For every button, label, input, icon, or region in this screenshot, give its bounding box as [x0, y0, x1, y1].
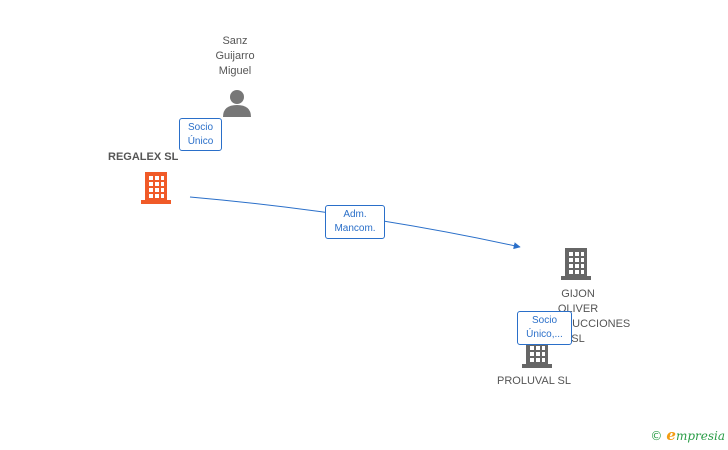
- person-name[interactable]: Sanz Guijarro Miguel: [215, 35, 255, 77]
- brand-name: mpresia: [675, 429, 725, 443]
- copyright-icon: ©: [650, 429, 663, 443]
- brand-e: e: [666, 426, 676, 444]
- building-icon[interactable]: [559, 246, 593, 282]
- person-icon[interactable]: [222, 88, 252, 118]
- empresia-logo: ©empresia: [650, 426, 725, 444]
- building-icon[interactable]: [139, 170, 173, 206]
- edge-label-adm-mancom[interactable]: Adm. Mancom.: [325, 205, 385, 239]
- proluval-label[interactable]: PROLUVAL SL: [497, 375, 571, 387]
- edge-label-socio-unico[interactable]: Socio Único: [179, 118, 222, 151]
- edge-label-socio-unico-2[interactable]: Socio Único,...: [517, 311, 572, 345]
- regalex-label[interactable]: REGALEX SL: [108, 151, 179, 163]
